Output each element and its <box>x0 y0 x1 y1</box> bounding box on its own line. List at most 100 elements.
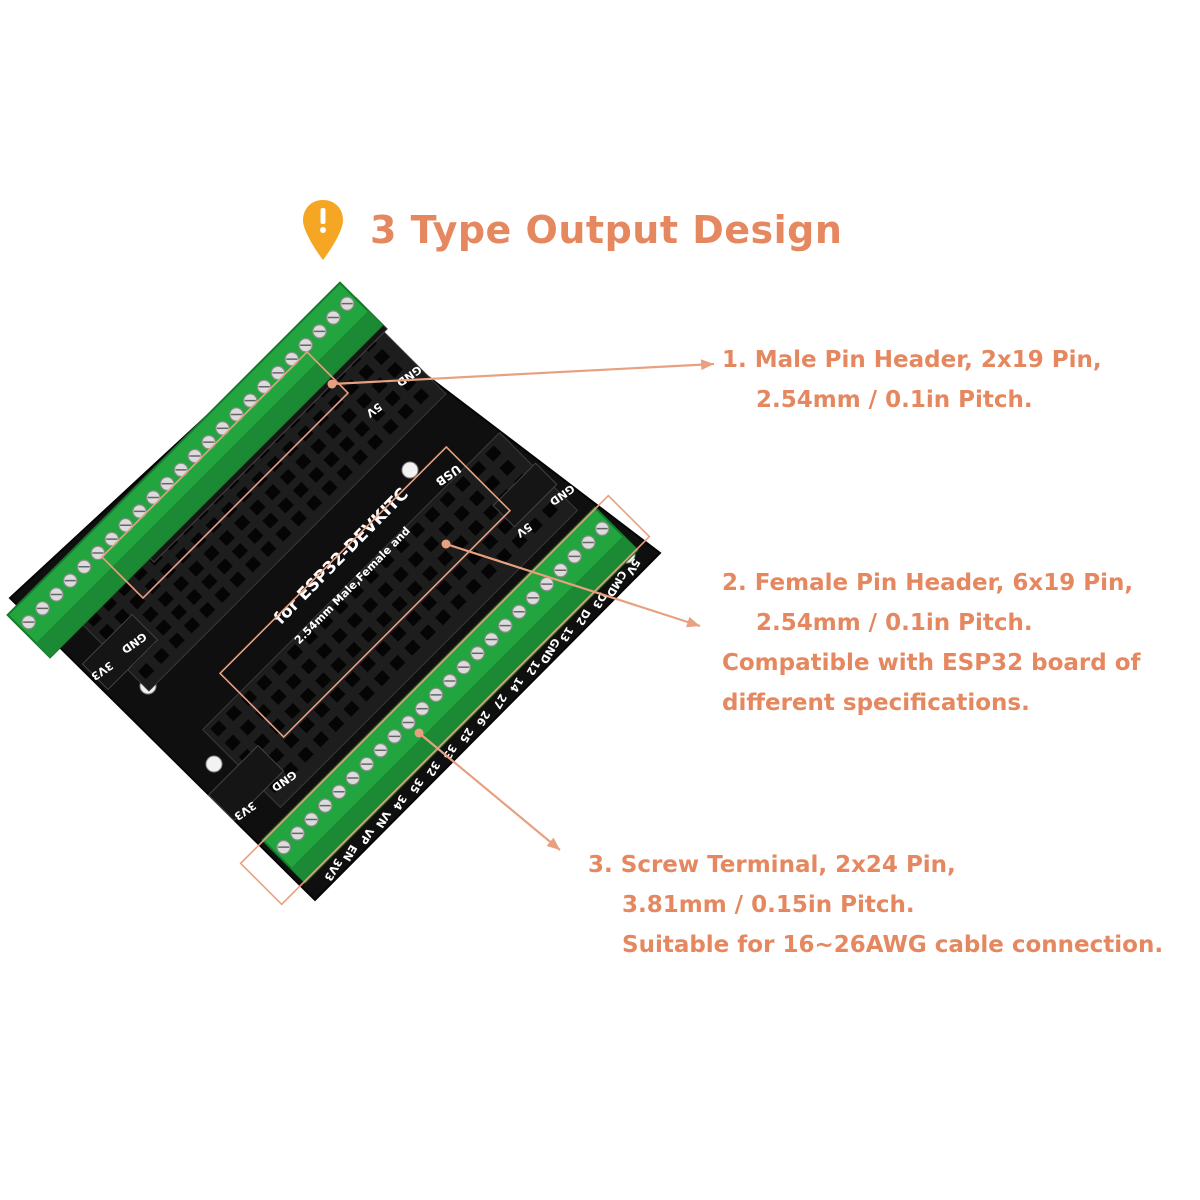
female-header-socket <box>266 455 284 472</box>
female-header-socket <box>358 685 375 702</box>
terminal-screw-slot <box>555 569 567 571</box>
terminal-base <box>35 310 383 658</box>
terminal-screw-slot <box>444 680 456 682</box>
female-header-socket <box>499 459 516 476</box>
female-header-socket <box>407 551 425 568</box>
female-header-socket <box>405 610 422 627</box>
terminal-screw-slot <box>582 541 594 544</box>
female-header-socket <box>481 533 499 550</box>
female-header-socket <box>251 471 268 488</box>
female-header-socket <box>376 611 393 628</box>
female-header-socket <box>406 580 423 597</box>
female-header-socket <box>155 619 172 636</box>
female-header-socket <box>393 537 410 554</box>
female-header-socket <box>423 535 440 553</box>
female-header-socket <box>315 672 332 689</box>
female-header-socket <box>392 566 409 583</box>
callout-2-line-2: 2.54mm / 0.1in Pitch. <box>756 610 1033 636</box>
female-header-socket <box>321 479 338 496</box>
female-header-socket <box>363 567 380 584</box>
female-header-socket <box>290 510 307 527</box>
female-header-socket <box>277 497 294 514</box>
mounting-hole-6 <box>401 461 419 479</box>
female-header-socket <box>266 776 284 794</box>
terminal-screw-slot <box>133 510 146 513</box>
female-header-socket <box>233 514 251 531</box>
female-header-socket <box>316 642 333 660</box>
highlight-box <box>239 494 651 906</box>
terminal-screw-slot <box>120 524 132 526</box>
terminal-screw-slot <box>568 555 581 558</box>
female-header-socket <box>168 632 185 649</box>
female-header-socket <box>347 582 365 600</box>
terminal-screw-slot <box>36 607 49 610</box>
terminal-screw-slot <box>300 344 312 346</box>
female-header-socket <box>438 520 455 537</box>
terminal-screw-slot <box>333 791 345 793</box>
female-header-socket <box>391 595 408 613</box>
highlight-female-header <box>218 445 512 739</box>
female-header-socket <box>159 562 177 579</box>
highlight-screw-terminal <box>239 494 651 906</box>
female-header-socket <box>420 594 438 612</box>
female-header-socket <box>310 438 327 455</box>
callout-3-line-3: Suitable for 16~26AWG cable connection. <box>622 932 1164 958</box>
female-header-socket <box>185 588 203 606</box>
female-header-socket <box>201 573 218 590</box>
female-header-socket <box>260 540 277 558</box>
female-header-socket <box>142 606 159 623</box>
female-header-socket <box>323 451 340 468</box>
female-header-socket <box>397 403 414 420</box>
terminal-screw-slot <box>402 721 414 724</box>
female-header-socket <box>453 505 470 522</box>
female-header-socket <box>511 532 528 549</box>
female-header-socket <box>340 407 358 424</box>
mounting-hole-4 <box>205 755 223 773</box>
female-header-socket <box>271 659 288 676</box>
female-header-socket <box>262 512 279 529</box>
female-header-socket <box>244 556 262 573</box>
female-header-socket <box>305 494 323 512</box>
female-header-socket <box>295 453 312 470</box>
terminal-screw-slot <box>388 735 401 738</box>
female-header-socket <box>346 612 363 629</box>
female-header-socket <box>170 604 187 621</box>
female-header-socket <box>353 420 371 438</box>
female-header-socket <box>220 501 238 518</box>
female-header-socket <box>328 715 345 733</box>
female-header-socket <box>451 564 468 581</box>
female-header-socket <box>312 731 330 748</box>
terminal-screw-slot <box>203 441 215 443</box>
female-header-socket <box>373 670 391 687</box>
female-header-socket <box>358 364 375 381</box>
female-header-socket <box>175 547 192 564</box>
female-header-socket <box>203 545 220 562</box>
female-header-socket <box>404 639 421 656</box>
female-header-socket <box>468 490 486 507</box>
female-header-socket <box>384 390 401 407</box>
leader-line <box>418 732 561 851</box>
female-header-socket <box>389 654 406 672</box>
female-header-socket <box>369 405 386 422</box>
terminal-screw-slot <box>513 611 525 613</box>
terminal-screw-slot <box>430 694 442 696</box>
terminal-screw-slot <box>541 583 553 585</box>
female-header-socket <box>325 422 342 440</box>
female-header-socket <box>297 425 314 442</box>
female-header-socket <box>343 700 360 717</box>
terminal-screw-slot <box>78 566 90 568</box>
terminal-screw-slot <box>596 527 608 530</box>
terminal-screw-slot <box>327 316 339 319</box>
female-header-socket <box>437 550 454 567</box>
female-header-socket <box>470 460 487 478</box>
female-header-socket <box>378 552 395 569</box>
female-header-socket <box>299 687 317 704</box>
pin-header-3v3-left <box>81 613 159 691</box>
female-header-socket <box>285 673 302 690</box>
terminal-screw-slot <box>499 624 511 627</box>
highlight-box <box>218 445 512 739</box>
small-header-body <box>207 744 285 822</box>
terminal-screw-slot <box>161 482 173 485</box>
female-header-socket <box>270 688 287 705</box>
leader-line <box>445 542 701 628</box>
